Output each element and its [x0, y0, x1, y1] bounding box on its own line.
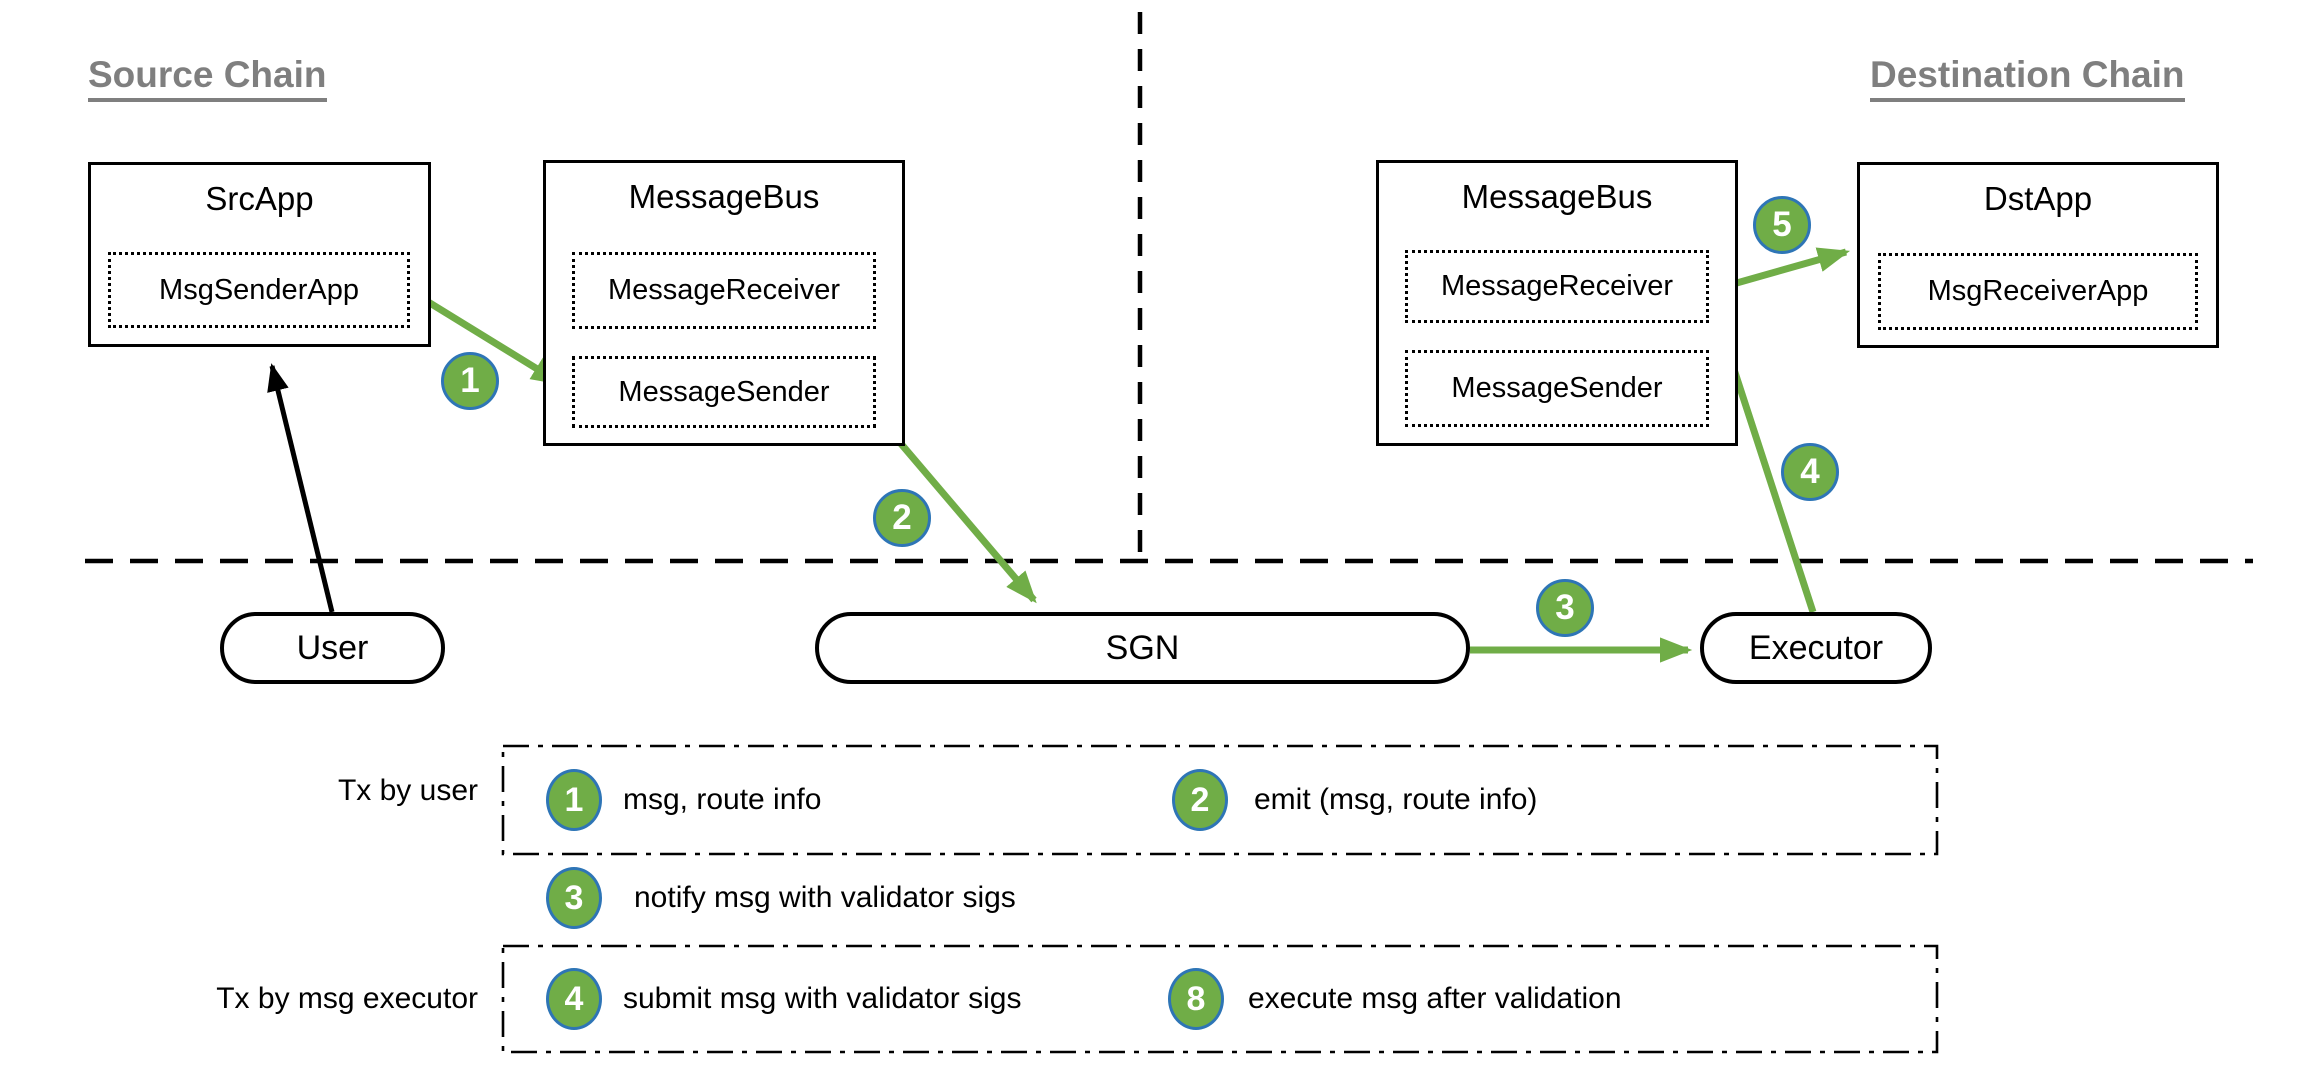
executor-label: Executor: [1748, 628, 1884, 667]
message-receiver-source-box: MessageReceiver: [572, 252, 876, 329]
msg-sender-app-label: MsgSenderApp: [159, 273, 359, 306]
legend-step-4-circle: 4: [546, 968, 602, 1030]
message-receiver-source-label: MessageReceiver: [607, 274, 841, 306]
legend-label-tx-by-msg-executor: Tx by msg executor: [216, 982, 478, 1015]
msg-receiver-app-box: MsgReceiverApp: [1878, 253, 2198, 330]
legend-label-tx-by-user: Tx by user: [337, 774, 478, 807]
legend-step-8-circle: 8: [1168, 968, 1224, 1030]
user-to-srcapp-arrow: [267, 363, 335, 613]
message-receiver-destination-box: MessageReceiver: [1405, 250, 1709, 323]
legend-step-8-text: execute msg after validation: [1248, 982, 1622, 1015]
sgn-label: SGN: [1105, 628, 1180, 667]
step-marker-4: 4: [1781, 443, 1839, 501]
src-app-title: SrcApp: [205, 180, 314, 217]
step-marker-1: 1: [441, 352, 499, 410]
msg-receiver-app-label: MsgReceiverApp: [1927, 275, 2149, 307]
message-sender-destination-label: MessageSender: [1451, 372, 1663, 404]
message-receiver-destination-label: MessageReceiver: [1440, 270, 1674, 302]
user-pill: User: [220, 612, 445, 684]
legend-step-3-circle: 3: [546, 867, 602, 929]
message-bus-destination-title: MessageBus: [1461, 178, 1653, 215]
msg-sender-app-box: MsgSenderApp: [108, 252, 410, 328]
step-marker-2: 2: [873, 489, 931, 547]
user-label: User: [296, 628, 369, 667]
legend-step-2-text: emit (msg, route info): [1254, 783, 1538, 816]
message-bus-source-title: MessageBus: [628, 178, 820, 215]
message-sender-source-box: MessageSender: [572, 356, 876, 428]
legend-step-4-text: submit msg with validator sigs: [623, 982, 1022, 1015]
message-sender-source-label: MessageSender: [618, 375, 830, 408]
step-marker-3: 3: [1536, 579, 1594, 637]
executor-pill: Executor: [1700, 612, 1932, 684]
message-sender-destination-box: MessageSender: [1405, 350, 1709, 427]
destination-chain-heading: Destination Chain: [1870, 54, 2185, 102]
dst-app-title: DstApp: [1983, 180, 2093, 217]
legend-step-3-text: notify msg with validator sigs: [634, 881, 1016, 914]
sgn-pill: SGN: [815, 612, 1470, 684]
legend-step-1-circle: 1: [546, 769, 602, 831]
step-marker-5: 5: [1753, 196, 1811, 254]
source-chain-heading: Source Chain: [88, 54, 327, 102]
legend-step-2-circle: 2: [1172, 769, 1228, 831]
legend-step-1-text: msg, route info: [623, 783, 822, 816]
